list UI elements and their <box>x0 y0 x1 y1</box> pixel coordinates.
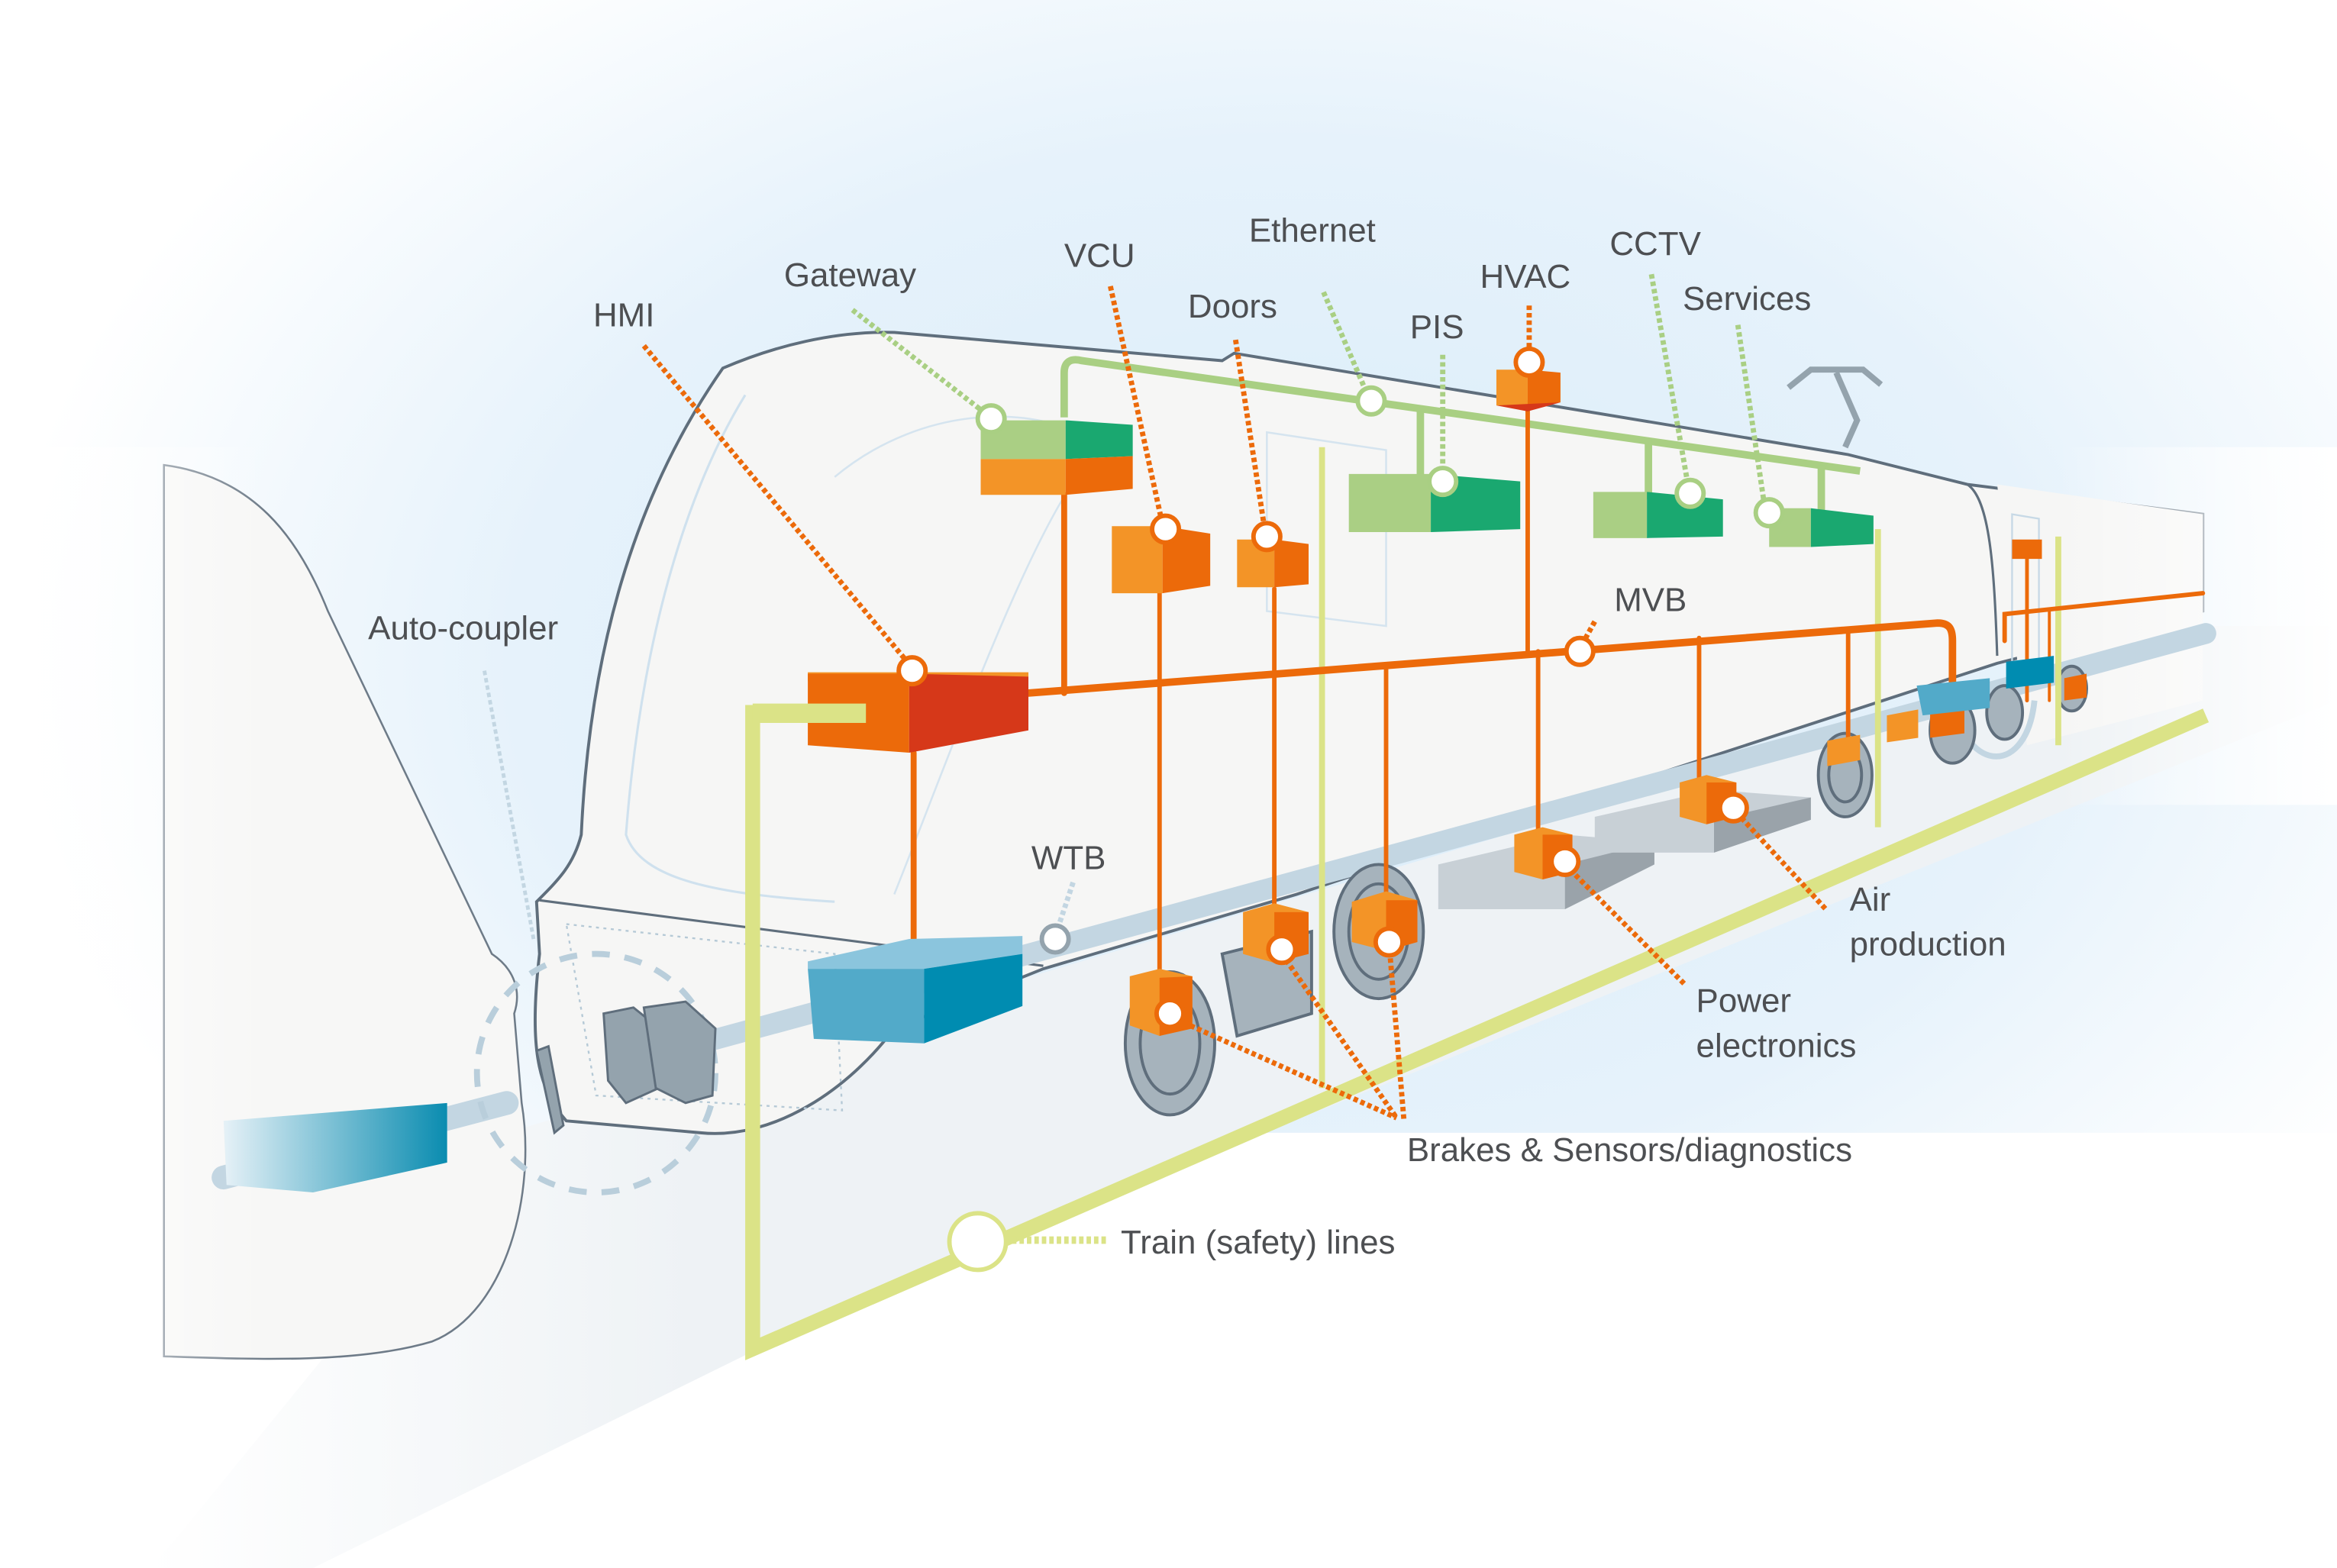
label-auto-coupler: Auto-coupler <box>368 610 558 647</box>
label-cctv: CCTV <box>1609 225 1701 263</box>
services-node <box>1753 497 1785 529</box>
hvac-box <box>1496 369 1561 411</box>
mvb-bus <box>910 403 2206 986</box>
label-power-electronics-2: electronics <box>1696 1027 1857 1064</box>
doors-node <box>1251 521 1283 553</box>
gateway-box <box>980 420 1133 495</box>
label-air-production-1: Air <box>1850 881 1891 918</box>
brake-node-1 <box>1154 998 1186 1030</box>
services-box <box>1769 508 1874 547</box>
gateway-node <box>975 403 1007 435</box>
labels: HMI Gateway VCU Doors Ethernet PIS HVAC … <box>368 211 2006 1261</box>
node-circles <box>896 346 1785 1273</box>
label-brakes-sensors: Brakes & Sensors/diagnostics <box>1407 1131 1852 1169</box>
hmi-node <box>896 655 928 687</box>
label-vcu: VCU <box>1064 237 1135 274</box>
ethernet-bus <box>1060 356 1861 515</box>
label-doors: Doors <box>1188 288 1277 325</box>
label-pis: PIS <box>1410 308 1464 346</box>
label-hmi: HMI <box>593 297 654 334</box>
brake-node-2 <box>1266 934 1298 966</box>
label-services: Services <box>1683 280 1811 318</box>
vcu-box <box>1112 526 1211 594</box>
mvb-node <box>1564 635 1596 667</box>
label-hvac: HVAC <box>1480 258 1571 295</box>
ethernet-node <box>1355 385 1387 417</box>
label-power-electronics-1: Power <box>1696 982 1791 1020</box>
hmi-box <box>752 672 1028 753</box>
device-boxes <box>223 369 2087 1192</box>
label-train-safety-lines: Train (safety) lines <box>1121 1224 1395 1261</box>
leader-lines <box>483 273 1828 1244</box>
air-production-node <box>1717 792 1749 824</box>
vcu-node <box>1150 513 1182 545</box>
cctv-box <box>1593 492 1723 538</box>
doors-box <box>1237 539 1309 588</box>
rear-small-boxes <box>1827 539 2087 766</box>
coupler-highlight-circle <box>473 950 718 1195</box>
pis-node <box>1427 466 1459 498</box>
pantograph <box>1787 366 1883 449</box>
auto-coupler-icon <box>535 1000 717 1135</box>
track-bed <box>149 626 2337 1568</box>
label-gateway: Gateway <box>784 256 916 294</box>
power-electronics-node <box>1549 846 1581 878</box>
wtb-node <box>1039 923 1071 955</box>
label-wtb: WTB <box>1031 839 1106 876</box>
label-ethernet: Ethernet <box>1249 211 1376 249</box>
safety-lines-node <box>947 1211 1009 1273</box>
label-air-production-2: production <box>1850 926 2006 963</box>
wtb-node-box <box>808 936 1023 1044</box>
label-mvb: MVB <box>1614 582 1687 619</box>
brake-node-3 <box>1373 926 1405 958</box>
wtb-node-box-previous-car <box>223 1102 447 1192</box>
cctv-node <box>1674 477 1706 509</box>
hvac-node <box>1513 346 1545 378</box>
